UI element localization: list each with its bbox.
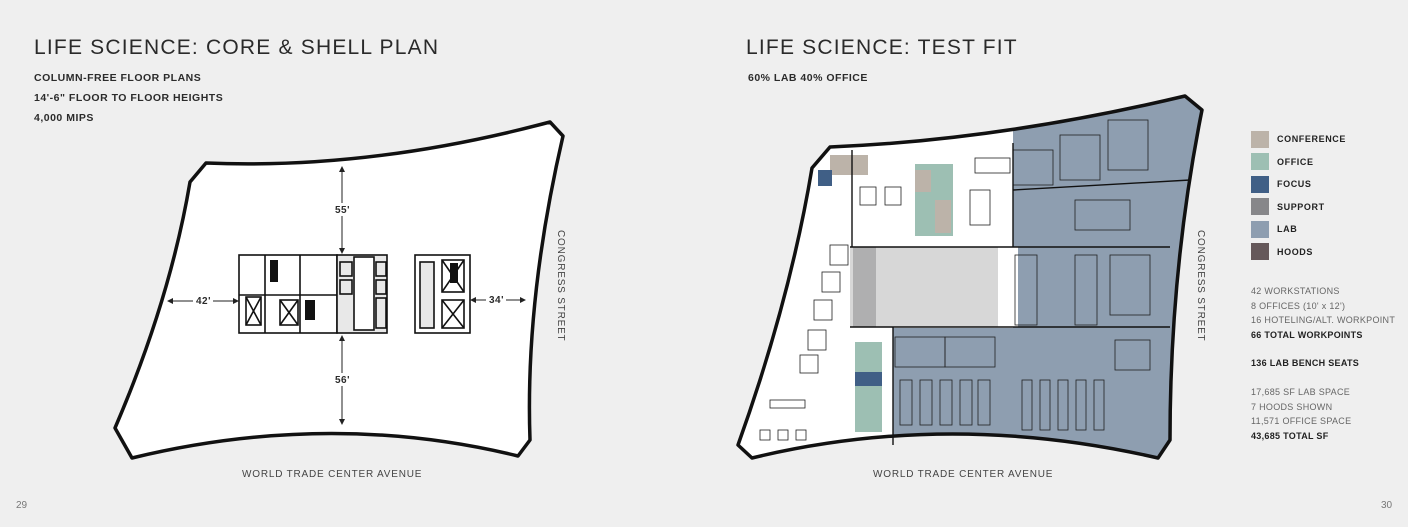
right-street-bottom: WORLD TRADE CENTER AVENUE	[873, 469, 1054, 480]
lab-benches-south	[899, 379, 1105, 431]
legend-conference: CONFERENCE	[1251, 128, 1346, 151]
feature-2: 14'-6" FLOOR TO FLOOR HEIGHTS	[34, 92, 224, 104]
core-zone	[850, 247, 1015, 327]
dimension-east: 34'	[489, 295, 505, 306]
feature-3: 4,000 MIPS	[34, 112, 94, 124]
stat-workstations: 42 WORKSTATIONS	[1251, 286, 1340, 296]
legend-focus: FOCUS	[1251, 173, 1346, 196]
legend: CONFERENCE OFFICE FOCUS SUPPORT LAB HOOD…	[1251, 128, 1346, 263]
right-page-subtitle: 60% LAB 40% OFFICE	[748, 72, 868, 84]
stat-offices: 8 OFFICES (10' x 12')	[1251, 300, 1346, 311]
stat-total-sf: 43,685 TOTAL SF	[1251, 430, 1329, 441]
lab-swatch	[1251, 220, 1269, 238]
office-swatch	[1251, 153, 1269, 171]
legend-lab: LAB	[1251, 218, 1346, 241]
dimension-west: 42'	[196, 296, 212, 307]
dimension-south: 56'	[335, 375, 351, 386]
stat-total-workpoints: 66 TOTAL WORKPOINTS	[1251, 329, 1363, 340]
left-street-right: CONGRESS STREET	[555, 230, 566, 342]
stat-lab-space: 17,685 SF LAB SPACE	[1251, 386, 1351, 397]
legend-hoods: HOODS	[1251, 241, 1346, 264]
legend-office: OFFICE	[1251, 151, 1346, 174]
stat-hoteling: 16 HOTELING/ALT. WORKPOINT	[1251, 315, 1396, 326]
feature-1: COLUMN-FREE FLOOR PLANS	[34, 72, 202, 84]
stat-lab-seats: 136 LAB BENCH SEATS	[1251, 358, 1360, 369]
legend-support: SUPPORT	[1251, 196, 1346, 219]
stat-office-space: 11,571 OFFICE SPACE	[1251, 416, 1352, 427]
hoods-swatch	[1251, 243, 1269, 261]
core-shell-floor-plan	[113, 120, 565, 460]
page-number-right: 30	[1381, 500, 1393, 511]
conference-swatch	[1251, 130, 1269, 148]
left-street-bottom: WORLD TRADE CENTER AVENUE	[242, 469, 423, 480]
focus-swatch	[1251, 175, 1269, 193]
workstations	[759, 157, 1011, 441]
page-number-left: 29	[16, 500, 28, 511]
dimension-north: 55'	[335, 205, 351, 216]
right-street-right: CONGRESS STREET	[1195, 230, 1206, 342]
left-page-title: LIFE SCIENCE: CORE & SHELL PLAN	[34, 36, 440, 59]
building-core	[238, 254, 471, 334]
stats: 42 WORKSTATIONS 8 OFFICES (10' x 12') 16…	[1251, 284, 1395, 443]
support-swatch	[1251, 198, 1269, 216]
stat-hoods: 7 HOODS SHOWN	[1251, 401, 1333, 412]
test-fit-floor-plan	[736, 94, 1204, 460]
right-page-title: LIFE SCIENCE: TEST FIT	[746, 36, 1018, 59]
